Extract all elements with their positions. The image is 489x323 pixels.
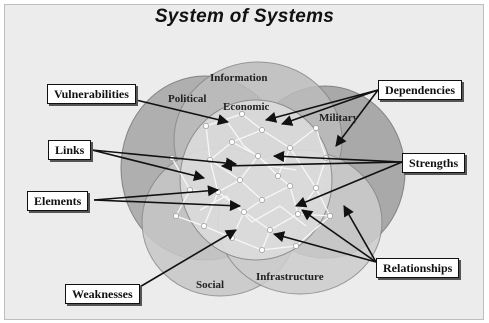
callout-weaknesses: Weaknesses bbox=[65, 284, 140, 304]
callout-dependencies: Dependencies bbox=[378, 80, 462, 100]
domain-label-economic: Economic bbox=[223, 101, 269, 113]
callout-links: Links bbox=[48, 140, 91, 160]
domain-label-military: Military bbox=[319, 112, 358, 124]
sphere-economic bbox=[180, 100, 332, 260]
domain-label-social: Social bbox=[196, 279, 224, 291]
domain-label-information: Information bbox=[210, 72, 267, 84]
callout-elements: Elements bbox=[27, 191, 88, 211]
callout-vulnerabilities: Vulnerabilities bbox=[47, 84, 136, 104]
domain-label-political: Political bbox=[168, 93, 207, 105]
callout-strengths: Strengths bbox=[402, 153, 465, 173]
callout-relationships: Relationships bbox=[376, 258, 459, 278]
domain-label-infrastructure: Infrastructure bbox=[256, 271, 324, 283]
